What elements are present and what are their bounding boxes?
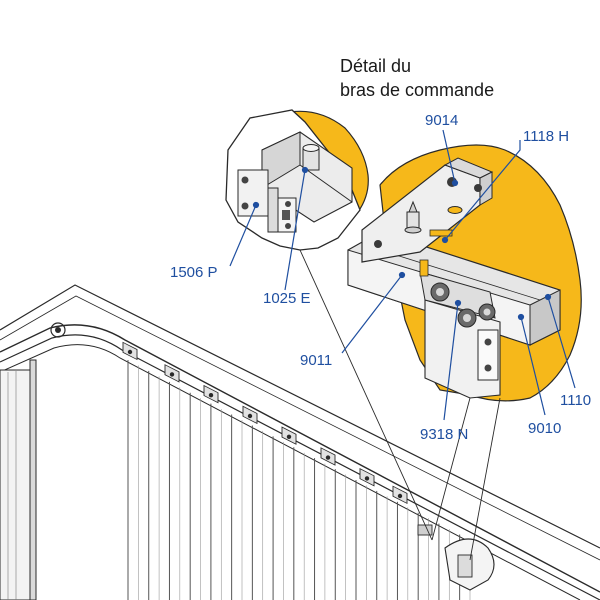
projection-line-2: [431, 397, 471, 541]
rail-carriage-pin: [325, 455, 331, 460]
label-1506p: 1506 P: [170, 264, 218, 281]
rail-carriage-pin: [208, 393, 214, 398]
rail-carriage-pin: [127, 349, 133, 355]
left-panels: [0, 359, 37, 600]
projection-line-1: [299, 249, 433, 541]
rail-carriage-pin: [397, 493, 403, 499]
rail-carriage-pin: [286, 434, 292, 439]
detail-left-callout: [225, 109, 361, 251]
detail-title-line-2: bras de commande: [340, 80, 495, 100]
rail-carriage-pin: [247, 413, 253, 419]
rail-carriage-pin: [364, 476, 370, 481]
label-9010: 9010: [528, 420, 562, 437]
detail-title-line-1: Détail du: [340, 56, 412, 76]
right-panels: [127, 360, 471, 600]
rail-system-main: [0, 284, 600, 600]
label-9318n: 9318 N: [420, 426, 469, 443]
label-1025e: 1025 E: [263, 290, 311, 307]
rail-carriage-pin: [169, 372, 175, 377]
leader-lines: [229, 129, 576, 421]
label-9014: 9014: [425, 112, 459, 129]
detail-right-callout: [347, 157, 561, 399]
label-9011: 9011: [300, 352, 333, 369]
projection-line-3: [469, 397, 501, 561]
label-1110: 1110: [560, 392, 592, 409]
label-1118h: 1118 H: [523, 128, 570, 145]
carriages: [122, 341, 408, 505]
